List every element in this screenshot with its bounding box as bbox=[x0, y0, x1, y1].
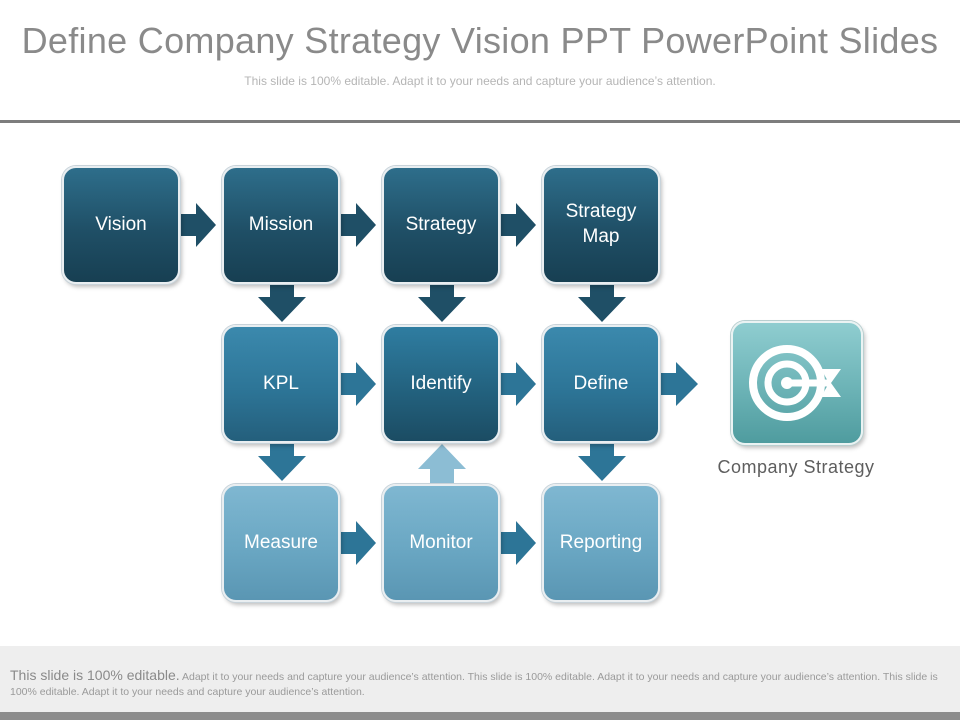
arrow-monitor-to-identify bbox=[418, 444, 466, 484]
bottom-bar bbox=[0, 712, 960, 720]
title-divider bbox=[0, 120, 960, 123]
arrow-mission-to-kpl bbox=[258, 282, 306, 322]
arrow-vision-to-mission bbox=[178, 203, 216, 247]
target-arrow-icon bbox=[749, 345, 841, 421]
arrow-kpl-to-identify bbox=[338, 362, 376, 406]
footer-body: Adapt it to your needs and capture your … bbox=[10, 671, 938, 698]
node-strategy-map[interactable]: Strategy Map bbox=[542, 166, 660, 284]
arrow-strategy-map-to-define bbox=[578, 282, 626, 322]
company-strategy-label: Company Strategy bbox=[717, 457, 875, 477]
footer-text: This slide is 100% editable. Adapt it to… bbox=[10, 666, 940, 699]
arrow-mission-to-strategy bbox=[338, 203, 376, 247]
arrow-kpl-to-measure bbox=[258, 441, 306, 481]
node-strategy[interactable]: Strategy bbox=[382, 166, 500, 284]
slide-title: Define Company Strategy Vision PPT Power… bbox=[21, 20, 939, 61]
slide-subtitle: This slide is 100% editable. Adapt it to… bbox=[244, 74, 716, 88]
arrow-strategy-to-strategy-map bbox=[498, 203, 536, 247]
arrow-identify-to-define bbox=[498, 362, 536, 406]
arrow-define-to-reporting bbox=[578, 441, 626, 481]
arrow-monitor-to-reporting bbox=[498, 521, 536, 565]
arrow-strategy-to-identify bbox=[418, 282, 466, 322]
node-identify[interactable]: Identify bbox=[382, 325, 500, 443]
arrow-define-to-company-strategy bbox=[658, 362, 698, 406]
footer-lead: This slide is 100% editable. bbox=[10, 667, 180, 683]
footer-panel: This slide is 100% editable. Adapt it to… bbox=[0, 646, 960, 712]
node-measure[interactable]: Measure bbox=[222, 484, 340, 602]
arrow-measure-to-monitor bbox=[338, 521, 376, 565]
company-strategy-tile[interactable] bbox=[731, 321, 863, 445]
node-vision[interactable]: Vision bbox=[62, 166, 180, 284]
node-mission[interactable]: Mission bbox=[222, 166, 340, 284]
node-define[interactable]: Define bbox=[542, 325, 660, 443]
node-kpl[interactable]: KPL bbox=[222, 325, 340, 443]
node-monitor[interactable]: Monitor bbox=[382, 484, 500, 602]
node-reporting[interactable]: Reporting bbox=[542, 484, 660, 602]
